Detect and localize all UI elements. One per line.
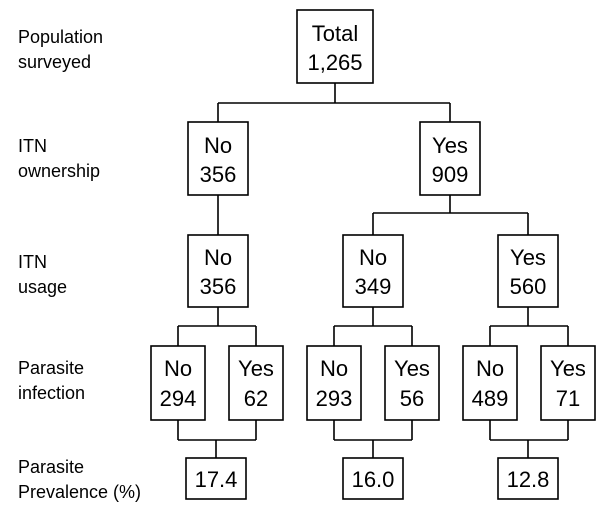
node-label: No [476, 356, 504, 381]
connector-own-yes-to-usage [372, 195, 529, 235]
node-box [540, 345, 596, 421]
row-label-line: ownership [18, 161, 101, 181]
node-infection-b-no: No 293 [306, 345, 362, 421]
node-value: 560 [510, 274, 547, 299]
node-box [342, 234, 404, 308]
node-label: No [359, 245, 387, 270]
node-box [296, 9, 374, 84]
node-value: 71 [556, 386, 580, 411]
connector-infection-a-to-prevalence [177, 420, 257, 458]
node-value: 356 [200, 162, 237, 187]
row-label-line: ITN [18, 136, 47, 156]
node-box [187, 234, 249, 308]
node-box [228, 345, 284, 421]
row-label-line: Population [18, 27, 104, 47]
connector-infection-c-to-prevalence [489, 420, 569, 458]
row-label-parasite-infection: Parasite infection [18, 356, 85, 406]
node-value: 293 [316, 386, 353, 411]
row-label-line: infection [18, 383, 86, 403]
node-box [150, 345, 206, 421]
node-value: 17.4 [195, 467, 238, 492]
row-label-line: Parasite [18, 457, 85, 477]
node-box [187, 121, 249, 196]
node-box [462, 345, 518, 421]
node-box [419, 121, 481, 196]
row-label-line: usage [18, 277, 68, 297]
node-box [185, 457, 247, 500]
connector-infection-b-to-prevalence [333, 420, 413, 458]
node-value: 16.0 [352, 467, 395, 492]
node-value: 909 [432, 162, 469, 187]
node-label: Yes [510, 245, 546, 270]
node-label: Yes [394, 356, 430, 381]
node-infection-a-no: No 294 [150, 345, 206, 421]
node-total: Total 1,265 [296, 9, 374, 84]
node-usage-no-b: No 349 [342, 234, 404, 308]
node-prevalence-b: 16.0 [342, 457, 404, 500]
row-label-line: ITN [18, 252, 47, 272]
row-label-line: Prevalence (%) [18, 482, 142, 502]
node-ownership-yes: Yes 909 [419, 121, 481, 196]
node-infection-c-yes: Yes 71 [540, 345, 596, 421]
node-usage-yes: Yes 560 [497, 234, 559, 308]
node-ownership-no: No 356 [187, 121, 249, 196]
node-value: 489 [472, 386, 509, 411]
node-label: No [164, 356, 192, 381]
row-label-line: surveyed [18, 52, 92, 72]
node-infection-c-no: No 489 [462, 345, 518, 421]
row-label-line: Parasite [18, 358, 85, 378]
row-label-itn-usage: ITN usage [18, 250, 67, 300]
connector-usage-c-to-infection [489, 307, 569, 346]
connectors [177, 83, 569, 458]
node-box [497, 234, 559, 308]
connector-usage-b-to-infection [333, 307, 413, 346]
node-label: No [204, 245, 232, 270]
node-value: 294 [160, 386, 197, 411]
node-value: 62 [244, 386, 268, 411]
node-box [384, 345, 440, 421]
node-value: 56 [400, 386, 424, 411]
node-prevalence-a: 17.4 [185, 457, 247, 500]
node-value: 1,265 [307, 50, 362, 75]
row-label-parasite-prevalence: Parasite Prevalence (%) [18, 455, 141, 505]
node-label: Yes [432, 133, 468, 158]
node-label: No [204, 133, 232, 158]
node-box [342, 457, 404, 500]
connector-usage-a-to-infection [177, 307, 257, 346]
node-value: 12.8 [507, 467, 550, 492]
node-infection-b-yes: Yes 56 [384, 345, 440, 421]
node-box [306, 345, 362, 421]
node-label: Yes [238, 356, 274, 381]
node-value: 356 [200, 274, 237, 299]
row-label-population-surveyed: Population surveyed [18, 25, 103, 75]
node-usage-no-a: No 356 [187, 234, 249, 308]
node-value: 349 [355, 274, 392, 299]
node-infection-a-yes: Yes 62 [228, 345, 284, 421]
row-label-itn-ownership: ITN ownership [18, 134, 100, 184]
node-prevalence-c: 12.8 [497, 457, 559, 500]
connector-total-to-ownership [217, 83, 451, 122]
node-label: Total [312, 21, 358, 46]
node-label: Yes [550, 356, 586, 381]
node-box [497, 457, 559, 500]
node-label: No [320, 356, 348, 381]
